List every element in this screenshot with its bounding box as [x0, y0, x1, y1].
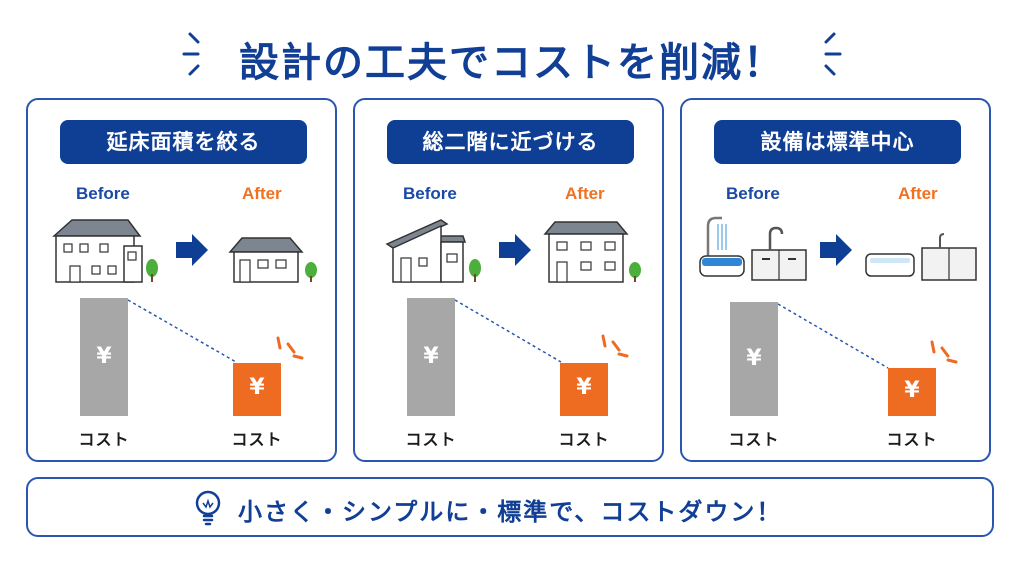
- yen-icon: ¥: [746, 346, 762, 371]
- arrow-right-icon: [820, 234, 852, 266]
- before-label: Before: [76, 184, 130, 203]
- emphasis-burst-icon: [601, 334, 629, 358]
- standard-bathtub-icon: [865, 253, 915, 277]
- yen-icon: ¥: [904, 378, 920, 403]
- luxury-bathtub-icon: [699, 216, 745, 277]
- large-two-story-house-icon: [52, 219, 158, 283]
- emphasis-burst-icon: [276, 336, 304, 360]
- small-one-story-house-icon: [228, 237, 317, 283]
- cost-bar-before: ¥: [730, 302, 778, 416]
- after-label: After: [565, 184, 605, 203]
- house-comparison-illustration: [52, 219, 317, 283]
- standard-kitchen-icon: [921, 233, 977, 281]
- cost-bar-after: ¥: [233, 363, 281, 416]
- irregular-roof-house-icon: [385, 219, 481, 283]
- sparkle-right-icon: [824, 32, 842, 76]
- title-area: 設計の工夫でコストを削減！: [0, 24, 1024, 86]
- luxury-kitchen-icon: [751, 226, 807, 281]
- panel-standard-equipment: 設備は標準中心 Before After: [680, 98, 991, 462]
- cost-bar-before: ¥: [80, 298, 128, 416]
- cost-label-after: コスト: [558, 430, 610, 449]
- cost-label-after: コスト: [886, 430, 938, 449]
- arrow-right-icon: [499, 234, 531, 266]
- emphasis-burst-icon: [930, 340, 958, 364]
- cost-bar-before: ¥: [407, 298, 455, 416]
- house-comparison-illustration: [385, 219, 641, 283]
- cost-bar-after: ¥: [888, 368, 936, 416]
- panel-title: 延床面積を絞る: [60, 120, 307, 164]
- panel-title: 総二階に近づける: [387, 120, 634, 164]
- before-label: Before: [726, 184, 780, 203]
- yen-icon: ¥: [96, 344, 112, 369]
- summary-text-main: 小さく・シンプルに・標準で、: [238, 498, 601, 526]
- summary-text: 小さく・シンプルに・標準で、コストダウン！: [238, 492, 787, 533]
- cost-label-before: コスト: [728, 430, 780, 449]
- yen-icon: ¥: [423, 344, 439, 369]
- simple-box-house-icon: [543, 221, 641, 283]
- cost-bar-after: ¥: [560, 363, 608, 416]
- panel-two-story: 総二階に近づける Before After: [353, 98, 664, 462]
- panel-title: 設備は標準中心: [714, 120, 961, 164]
- cost-label-before: コスト: [405, 430, 457, 449]
- page-title: 設計の工夫でコストを削減！: [239, 40, 785, 86]
- cost-label-before: コスト: [78, 430, 130, 449]
- yen-icon: ¥: [249, 375, 265, 400]
- sparkle-left-icon: [182, 32, 200, 76]
- cost-label-after: コスト: [231, 430, 283, 449]
- summary-text-highlight: コストダウン！: [598, 492, 787, 533]
- before-label: Before: [403, 184, 457, 203]
- after-label: After: [242, 184, 282, 203]
- arrow-right-icon: [176, 234, 208, 266]
- summary-banner: 小さく・シンプルに・標準で、コストダウン！: [26, 477, 994, 537]
- panel-floor-area: 延床面積を絞る Before After: [26, 98, 337, 462]
- after-label: After: [898, 184, 938, 203]
- equipment-comparison-illustration: [699, 216, 977, 281]
- lightbulb-icon: [195, 490, 221, 526]
- yen-icon: ¥: [576, 375, 592, 400]
